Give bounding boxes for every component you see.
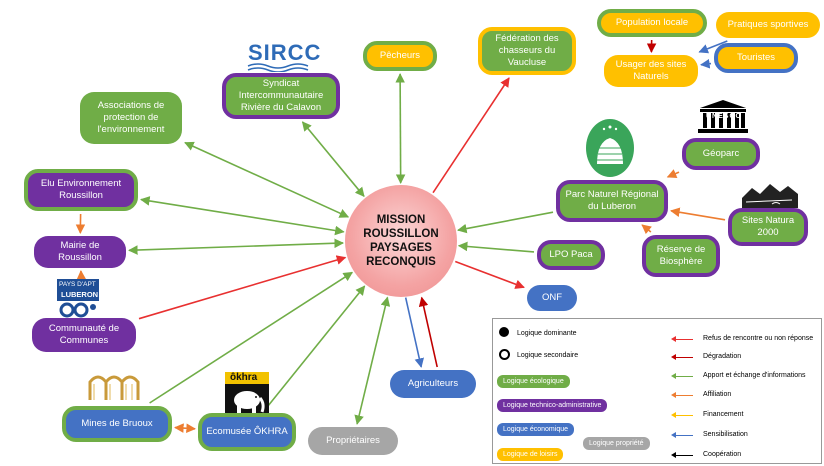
node-population: Population locale <box>597 9 707 37</box>
node-ecomusee: Ecomusée ÔKHRA <box>198 413 296 451</box>
legend-refus-arrow <box>671 335 693 342</box>
edge-proprietaires-center <box>354 296 391 425</box>
node-lpo: LPO Paca <box>537 240 605 270</box>
node-mairie: Mairie de Roussillon <box>34 236 126 268</box>
node-cc: Communauté de Communes <box>32 318 136 352</box>
edge-biosphere-pnr <box>641 224 652 235</box>
node-natura: Sites Natura 2000 <box>728 208 808 246</box>
mines-de-bruoux-logo <box>86 370 140 402</box>
edge-associations-center <box>184 141 350 218</box>
edge-pnr-center <box>457 211 554 234</box>
sircc-logo: SIRCC <box>246 40 320 72</box>
legend-degradation-arrow <box>671 353 693 360</box>
okhra-logo: ôkhra <box>225 372 269 416</box>
pays-apt-logo: PAYS D'APT LUBERON <box>57 279 99 319</box>
node-pnr: Parc Naturel Régional du Luberon <box>556 180 668 222</box>
legend-affiliation-arrow <box>671 391 693 398</box>
edge-center-onf <box>454 260 525 289</box>
legend-cooperation-label: Coopération <box>703 451 742 458</box>
edge-ecomusee-mines <box>174 423 196 434</box>
legend-apport-arrow <box>671 372 693 379</box>
legend-dominante-label: Logique dominante <box>517 330 577 337</box>
node-usager: Usager des sites Naturels <box>604 55 698 87</box>
center-line-2: ROUSSILLON <box>363 228 439 240</box>
edge-sircc-center <box>301 121 365 198</box>
edge-mines-center <box>149 271 354 404</box>
edge-pecheurs-center <box>395 73 406 184</box>
edge-mairie-center <box>128 238 344 255</box>
node-elu: Elu Environnement Roussillon <box>24 169 138 211</box>
legend-degradation-label: Dégradation <box>703 353 742 360</box>
legend-economique: Logique économique <box>497 423 574 436</box>
legend-secondaire-marker <box>499 349 510 360</box>
center-line-4: RECONQUIS <box>366 256 436 268</box>
edge-geoparc-pnr <box>666 169 680 178</box>
node-proprietaires: Propriétaires <box>308 427 398 455</box>
edge-ecomusee-center <box>264 285 366 411</box>
legend-cooperation-arrow <box>671 451 693 458</box>
legend-ecologique: Logique écologique <box>497 375 570 388</box>
node-geoparc: Géoparc <box>682 138 760 170</box>
center-line-3: PAYSAGES <box>369 242 432 254</box>
pnr-leaf-logo <box>584 118 636 178</box>
legend-dominante-marker <box>499 327 509 337</box>
node-mines: Mines de Bruoux <box>62 406 172 442</box>
legend-affiliation-label: Affiliation <box>703 391 732 398</box>
edge-cc-center <box>138 255 347 320</box>
edge-elu-center <box>140 196 345 236</box>
edge-agriculteurs-center <box>418 296 438 368</box>
mission-center-node: MISSION ROUSSILLON PAYSAGES RECONQUIS <box>345 185 457 297</box>
node-associations: Associations de protection de l'environn… <box>80 92 182 144</box>
edge-lpo-center <box>457 241 535 253</box>
node-pecheurs: Pêcheurs <box>363 41 437 71</box>
node-onf: ONF <box>527 285 577 311</box>
legend-refus-label: Refus de rencontre ou non réponse <box>703 335 814 342</box>
node-federation: Fédération des chasseurs du Vaucluse <box>478 27 576 75</box>
legend-propriete: Logique propriété <box>583 437 650 450</box>
unesco-logo: UNESCO <box>696 99 750 135</box>
legend-apport-label: Apport et échange d'informations <box>703 372 806 379</box>
legend: Logique dominante Logique secondaire Log… <box>492 318 822 464</box>
legend-sensibilisation-arrow <box>671 431 693 438</box>
legend-loisirs: Logique de loisirs <box>497 448 564 461</box>
edge-pratiques-usager <box>698 40 728 54</box>
node-sircc: Syndicat Intercommunautaire Rivière du C… <box>222 73 340 119</box>
legend-financement-label: Financement <box>703 411 744 418</box>
legend-sensibilisation-label: Sensibilisation <box>703 431 748 438</box>
edge-natura-pnr <box>670 207 726 221</box>
center-line-1: MISSION <box>376 214 426 226</box>
node-biosphere: Réserve de Biosphère <box>642 235 720 277</box>
node-pratiques: Pratiques sportives <box>716 12 820 38</box>
natura-2000-landscape-icon <box>742 180 798 208</box>
edge-center-agriculteurs <box>404 297 424 368</box>
node-agriculteurs: Agriculteurs <box>390 370 476 398</box>
edge-center-federation <box>432 77 510 194</box>
legend-secondaire-label: Logique secondaire <box>517 352 579 359</box>
legend-financement-arrow <box>671 411 693 418</box>
node-touristes: Touristes <box>714 43 798 73</box>
legend-technico: Logique technico-administrative <box>497 399 608 412</box>
edge-touristes-usager <box>700 58 712 69</box>
